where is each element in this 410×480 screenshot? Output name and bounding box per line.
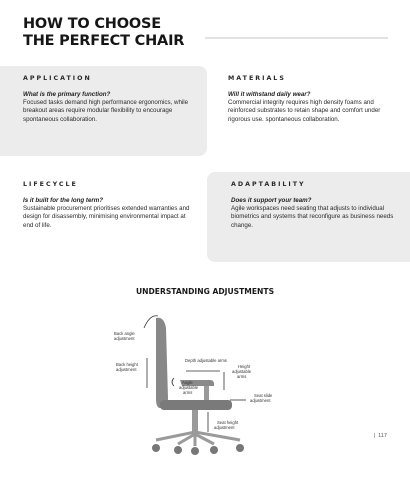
application-question: What is the primary function? <box>23 91 111 98</box>
lifecycle-panel: LIFECYCLE Is it built for the long term?… <box>23 172 195 262</box>
adaptability-question: Does it support your team? <box>231 197 312 204</box>
label-depth-arms: Depth adjustable arms <box>185 358 227 363</box>
materials-body: Commercial integrity requires high densi… <box>228 99 381 123</box>
application-body: Focused tasks demand high performance er… <box>23 99 189 123</box>
caster <box>174 446 182 454</box>
chair-arm-post <box>204 386 209 400</box>
materials-panel: MATERIALS Will it withstand daily wear? … <box>228 66 393 156</box>
caster <box>210 446 218 454</box>
page-number-value: 117 <box>378 433 387 439</box>
caster <box>236 444 244 452</box>
chair-back <box>156 317 168 408</box>
chair-adjustment-diagram: Back angle adjustment Back height adjust… <box>114 315 274 455</box>
lifecycle-heading: LIFECYCLE <box>23 181 78 188</box>
page-number: | 117 <box>374 433 387 439</box>
diagram-heading: UNDERSTANDING ADJUSTMENTS <box>135 287 275 296</box>
label-seat-height: Seat height adjustment <box>214 420 239 430</box>
angle-arms-arrow <box>171 377 175 387</box>
adaptability-body: Agile workspaces need seating that adjus… <box>231 205 394 229</box>
back-angle-arrow <box>143 315 159 329</box>
gas-lift <box>192 410 198 434</box>
title-line-2: THE PERFECT CHAIR <box>23 33 185 49</box>
application-panel: APPLICATION What is the primary function… <box>0 66 207 156</box>
caster <box>152 444 160 452</box>
lifecycle-question: Is it built for the long term? <box>23 197 104 204</box>
caster <box>191 447 199 455</box>
chair-base-left <box>177 432 196 446</box>
chair-base-right <box>194 432 215 446</box>
label-height-arms: Height adjustable arms <box>232 364 252 379</box>
materials-question: Will it withstand daily wear? <box>228 91 311 98</box>
materials-heading: MATERIALS <box>228 75 286 82</box>
page-title: HOW TO CHOOSE THE PERFECT CHAIR <box>23 16 213 50</box>
lifecycle-body: Sustainable procurement prioritises exte… <box>23 205 190 229</box>
label-back-height: Back height adjustment <box>116 362 139 372</box>
chair-arm <box>180 380 214 386</box>
adaptability-heading: ADAPTABILITY <box>231 181 306 188</box>
label-seat-slide: Seat slide adjustment <box>250 393 274 403</box>
adaptability-panel: ADAPTABILITY Does it support your team? … <box>207 172 410 262</box>
page-number-divider: | <box>373 433 379 439</box>
title-divider <box>205 37 388 39</box>
label-angle-arms: Angle adjustable arms <box>179 380 199 395</box>
title-line-1: HOW TO CHOOSE <box>23 16 161 32</box>
application-heading: APPLICATION <box>23 75 92 82</box>
chair-seat <box>160 400 232 410</box>
label-back-angle: Back angle adjustment <box>114 331 136 341</box>
